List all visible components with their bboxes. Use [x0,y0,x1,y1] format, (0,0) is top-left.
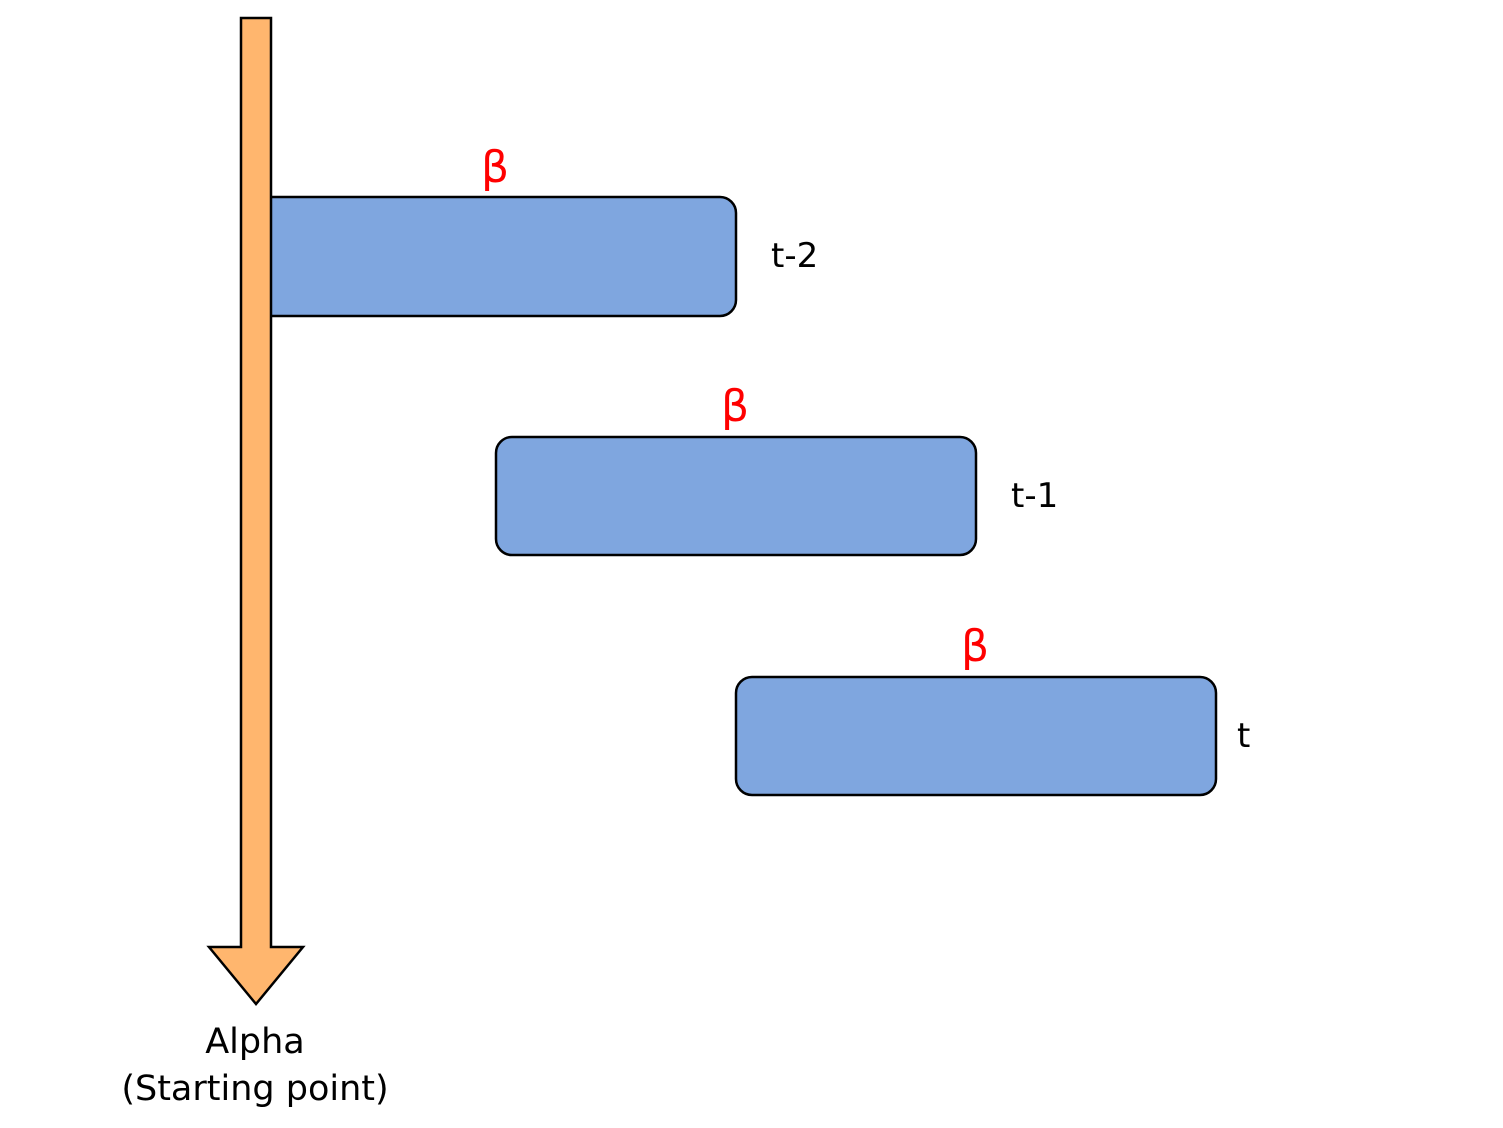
alpha-arrow [206,16,306,1006]
alpha-sublabel: (Starting point) [121,1069,388,1109]
block-t-minus-1-beta: β [721,381,749,432]
block-t-minus-2-rect [253,195,738,318]
block-t: β t [734,621,1250,797]
block-t-minus-1-time-label: t-1 [1011,476,1058,516]
block-t-beta: β [961,621,989,672]
block-t-minus-1: β t-1 [494,381,1058,557]
block-t-minus-2: β t-2 [253,142,818,318]
block-t-minus-1-rect [494,435,978,557]
block-t-minus-2-time-label: t-2 [771,236,818,276]
block-t-time-label: t [1237,716,1250,756]
block-t-minus-2-beta: β [481,142,509,193]
block-t-rect [734,675,1218,797]
alpha-label: Alpha [205,1022,305,1062]
